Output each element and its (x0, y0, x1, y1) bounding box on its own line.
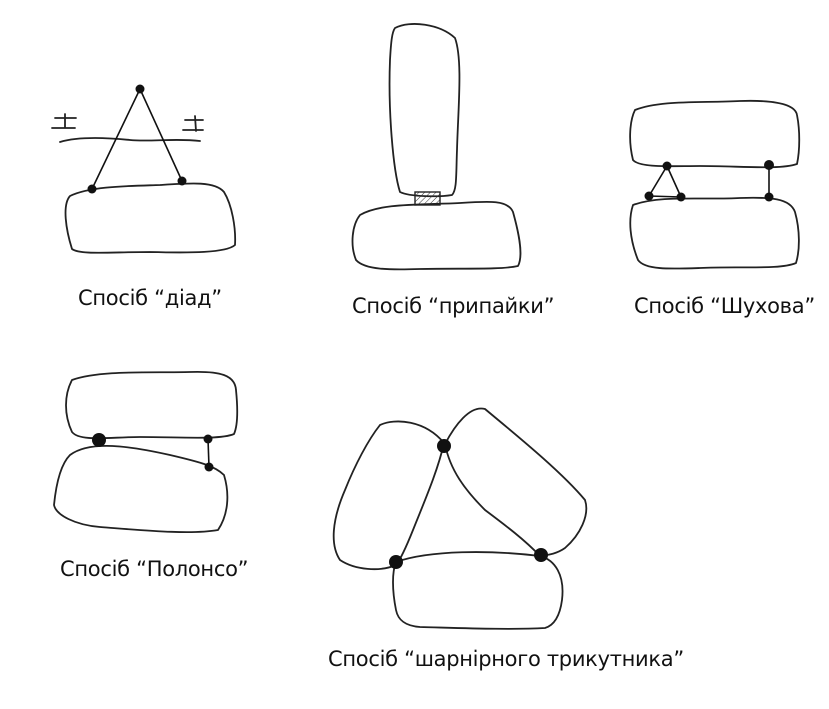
caption-shukhov: Спосіб “Шухова” (634, 294, 815, 318)
shukhov-upper-block (629, 99, 801, 169)
polonso-hinge-top (203, 434, 213, 444)
diad-block (64, 182, 237, 254)
diad-hinge-left (87, 184, 97, 194)
ground-mark-right (182, 115, 204, 132)
diad-link-left (91, 88, 141, 190)
solder-upper-block (388, 23, 461, 198)
triangle-bottom-block (392, 551, 564, 630)
caption-diad: Спосіб “діад” (78, 286, 222, 310)
shukhov-hinge-4 (764, 160, 774, 170)
shukhov-hinge-3 (676, 192, 686, 202)
shukhov-hinge-1 (662, 161, 672, 171)
triangle-hinge-top (437, 439, 451, 453)
triangle-right-block (444, 407, 588, 557)
caption-hinged-triangle: Спосіб “шарнірного трикутника” (328, 647, 684, 671)
polonso-link (207, 438, 210, 468)
shukhov-triangle-left (648, 165, 668, 197)
shukhov-triangle-right (666, 165, 682, 198)
shukhov-hinge-2 (644, 191, 654, 201)
polonso-method-figure (53, 370, 239, 534)
polonso-upper-block (65, 370, 239, 440)
shukhov-triangle-base (648, 195, 682, 198)
diad-hinge-right (177, 176, 187, 186)
ground-mark-left (51, 113, 77, 129)
caption-solder: Спосіб “припайки” (352, 294, 555, 318)
ground-line (59, 137, 201, 143)
polonso-hinge-large (92, 433, 106, 447)
polonso-lower-block (53, 444, 229, 534)
shukhov-method-figure (629, 99, 801, 270)
solder-method-figure (351, 23, 522, 271)
diad-link-right (139, 88, 183, 182)
triangle-hinge-left (389, 555, 403, 569)
shukhov-lower-block (629, 196, 800, 270)
diad-method-figure (51, 84, 237, 254)
shukhov-hinge-5 (764, 192, 774, 202)
solder-lower-block (351, 200, 522, 271)
triangle-left-block (332, 420, 445, 571)
hinged-triangle-method-figure (332, 407, 588, 630)
triangle-hinge-right (534, 548, 548, 562)
polonso-hinge-bottom (204, 462, 214, 472)
diad-hinge-top (135, 84, 145, 94)
caption-polonso: Спосіб “Полонсо” (60, 557, 249, 581)
